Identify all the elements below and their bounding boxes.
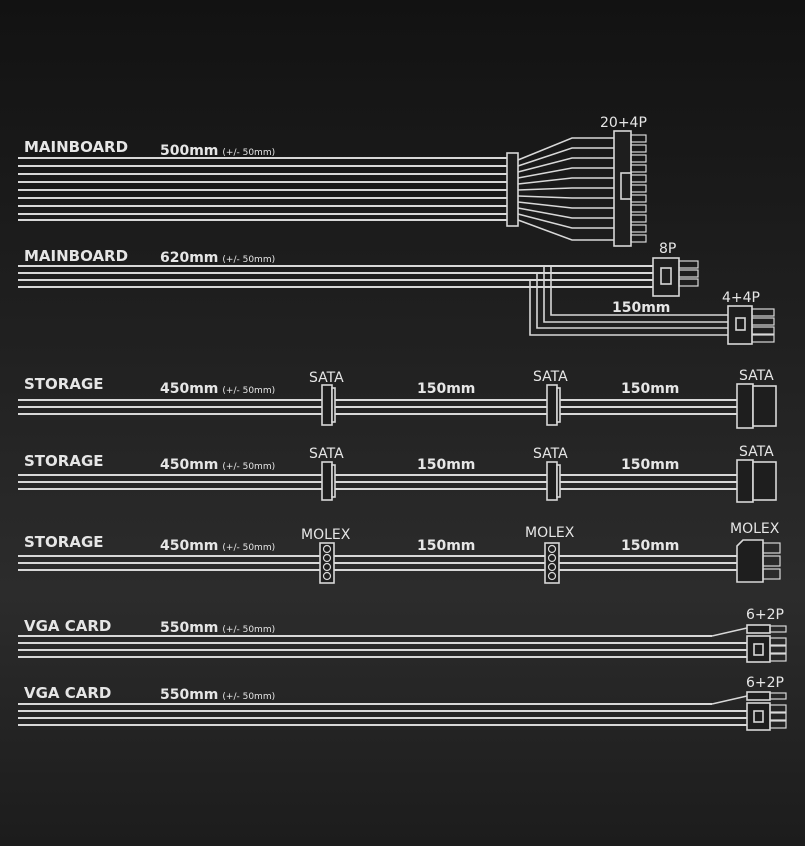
connector-label: SATA xyxy=(309,370,344,386)
sata-connector-inline xyxy=(546,461,558,501)
connector-label: 6+2P xyxy=(746,607,784,623)
wire-bundle xyxy=(18,635,747,658)
connector-2pin-pin xyxy=(769,625,787,633)
branch-wires xyxy=(529,266,728,336)
connector-4plus4-pins xyxy=(751,308,775,343)
connector-24pin-latch xyxy=(620,172,632,200)
cable-vga-2: VGA CARD 550mm(+/- 50mm) 6+2P xyxy=(18,675,787,731)
branch-wire xyxy=(711,695,748,705)
sata-connector-end xyxy=(736,383,754,429)
sata-connector-lip xyxy=(331,387,336,423)
cable-mainboard-cpu: MAINBOARD 620mm(+/- 50mm) 8P 150mm 4+4P xyxy=(18,241,775,345)
cable-category-label: VGA CARD xyxy=(24,684,111,702)
spacing-label: 150mm xyxy=(417,457,475,473)
molex-pins xyxy=(547,544,557,581)
connector-label: SATA xyxy=(533,369,568,385)
connector-2pin-pin xyxy=(769,692,787,700)
branch-connector-label: 4+4P xyxy=(722,290,760,306)
sata-connector-lip xyxy=(556,464,561,498)
connector-label: 8P xyxy=(659,241,676,257)
sata-connector-inline xyxy=(321,461,333,501)
connector-label: 6+2P xyxy=(746,675,784,691)
spacing-label: 150mm xyxy=(621,381,679,397)
connector-label: 20+4P xyxy=(600,115,647,131)
connector-6pin-pins xyxy=(769,704,787,729)
spacing-label: 150mm xyxy=(417,381,475,397)
molex-connector-end xyxy=(736,539,764,583)
cable-vga-1: VGA CARD 550mm(+/- 50mm) 6+2P xyxy=(18,607,787,663)
cable-category-label: MAINBOARD xyxy=(24,247,128,265)
wire-bundle xyxy=(18,157,507,221)
cable-mainboard-24pin: MAINBOARD 500mm(+/- 50mm) 20 xyxy=(18,115,647,247)
branch-length-label: 150mm xyxy=(612,300,670,316)
connector-6pin-latch xyxy=(753,710,764,723)
sata-connector-end xyxy=(736,459,754,503)
connector-24pin-pins xyxy=(630,134,647,243)
cable-sleeve-clip xyxy=(506,152,519,227)
wire-bundle xyxy=(18,703,747,726)
connector-6pin-pins xyxy=(769,637,787,662)
connector-8pin-latch xyxy=(660,267,672,285)
molex-pins xyxy=(322,544,332,581)
sata-connector-inline xyxy=(321,384,333,426)
cable-length-label: 550mm(+/- 50mm) xyxy=(160,687,275,703)
wire-bundle xyxy=(18,474,737,490)
fan-out-wires xyxy=(517,137,614,241)
sata-connector-end-plug xyxy=(752,385,777,427)
sata-connector-lip xyxy=(556,387,561,423)
molex-end-pins xyxy=(762,542,781,580)
connector-2pin-housing xyxy=(746,691,771,701)
cable-category-label: STORAGE xyxy=(24,452,104,470)
connector-label: SATA xyxy=(739,368,774,384)
sata-connector-end-plug xyxy=(752,461,777,501)
sata-connector-lip xyxy=(331,464,336,498)
wire-bundle xyxy=(18,555,737,571)
connector-label: SATA xyxy=(533,446,568,462)
cable-storage-sata-2: STORAGE 450mm(+/- 50mm) SATA 150mm SATA … xyxy=(18,444,777,503)
cable-category-label: STORAGE xyxy=(24,533,104,551)
cable-storage-sata-1: STORAGE 450mm(+/- 50mm) SATA 150mm SATA … xyxy=(18,368,777,429)
connector-6pin-latch xyxy=(753,643,764,656)
cable-length-label: 450mm(+/- 50mm) xyxy=(160,457,275,473)
cable-length-label: 450mm(+/- 50mm) xyxy=(160,538,275,554)
cable-length-label: 450mm(+/- 50mm) xyxy=(160,381,275,397)
connector-8pin-pins xyxy=(678,260,699,287)
connector-label: MOLEX xyxy=(525,525,575,541)
connector-label: MOLEX xyxy=(730,521,780,537)
cable-length-label: 620mm(+/- 50mm) xyxy=(160,250,275,266)
branch-wire xyxy=(711,627,748,637)
cable-length-label: 550mm(+/- 50mm) xyxy=(160,620,275,636)
connector-label: SATA xyxy=(309,446,344,462)
cable-category-label: MAINBOARD xyxy=(24,138,128,156)
spacing-label: 150mm xyxy=(621,457,679,473)
connector-label: MOLEX xyxy=(301,527,351,543)
connector-label: SATA xyxy=(739,444,774,460)
cable-category-label: STORAGE xyxy=(24,375,104,393)
connector-4plus4-latch xyxy=(735,317,746,331)
connector-2pin-housing xyxy=(746,624,771,634)
spacing-label: 150mm xyxy=(621,538,679,554)
sata-connector-inline xyxy=(546,384,558,426)
cable-category-label: VGA CARD xyxy=(24,617,111,635)
spacing-label: 150mm xyxy=(417,538,475,554)
cable-length-label: 500mm(+/- 50mm) xyxy=(160,143,275,159)
wire-bundle xyxy=(18,265,653,288)
cable-storage-molex: STORAGE 450mm(+/- 50mm) MOLEX 150mm MOLE… xyxy=(18,521,781,584)
wire-bundle xyxy=(18,399,737,415)
